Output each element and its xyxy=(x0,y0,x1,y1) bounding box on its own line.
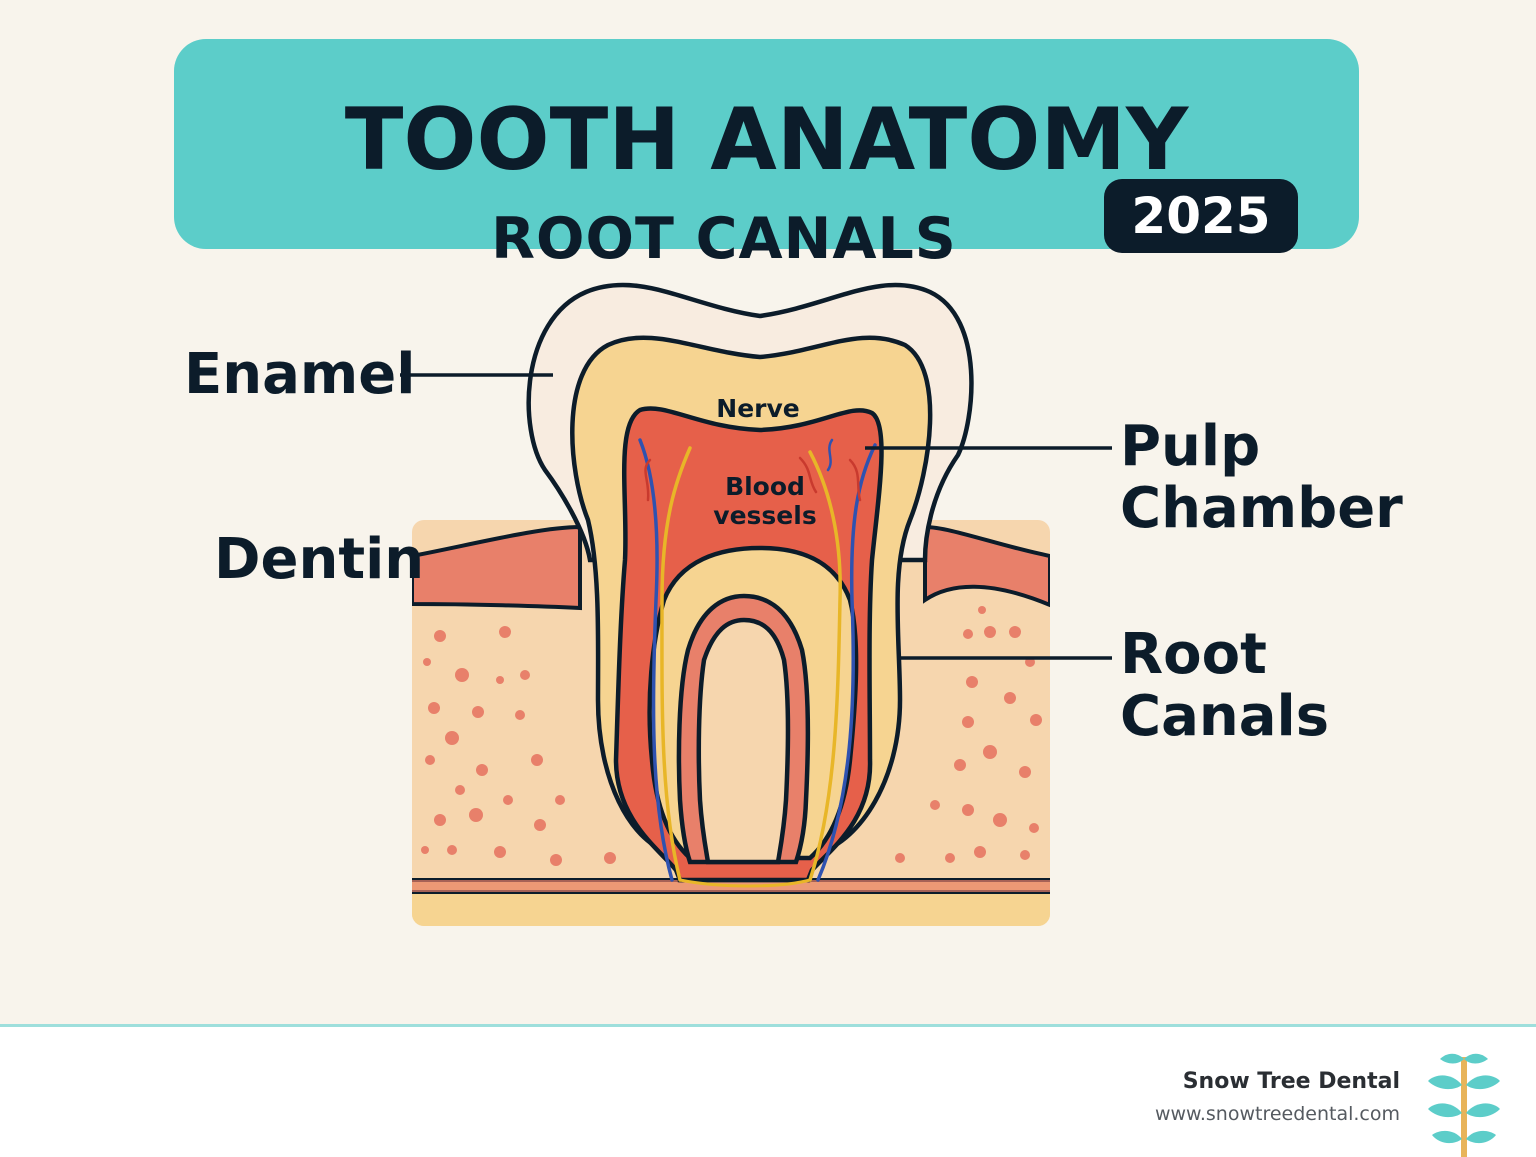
brand-url[interactable]: www.snowtreedental.com xyxy=(1154,1103,1400,1125)
label-root-line2: Canals xyxy=(1120,684,1330,749)
leader-lines xyxy=(400,373,1112,660)
gum-left xyxy=(412,524,582,611)
label-nerve: Nerve xyxy=(716,394,800,423)
tree-logo-icon xyxy=(1428,1053,1500,1157)
label-pulp-line2: Chamber xyxy=(1120,476,1403,541)
inner-bone xyxy=(696,617,791,865)
label-blood-vessels: Blood vessels xyxy=(700,472,830,530)
page-subtitle: ROOT CANALS xyxy=(491,206,957,272)
nerve-lines xyxy=(638,438,877,888)
footer: Snow Tree Dental www.snowtreedental.com xyxy=(0,1024,1536,1157)
brand-name: Snow Tree Dental xyxy=(1182,1069,1400,1094)
page-title: TOOTH ANATOMY xyxy=(344,90,1189,190)
label-root-line1: Root xyxy=(1120,622,1267,687)
year-badge: 2025 xyxy=(1104,179,1298,253)
label-enamel: Enamel xyxy=(184,342,416,407)
gum-right xyxy=(923,524,1050,608)
label-dentin: Dentin xyxy=(214,527,425,592)
label-blood-line2: vessels xyxy=(713,501,817,530)
title-banner: TOOTH ANATOMY ROOT CANALS xyxy=(174,39,1359,268)
label-pulp-line1: Pulp xyxy=(1120,414,1261,479)
tooth-diagram xyxy=(400,282,1112,926)
label-pulp-chamber: Pulp Chamber xyxy=(1120,416,1403,540)
label-root-canals: Root Canals xyxy=(1120,624,1329,748)
label-blood-line1: Blood xyxy=(725,472,805,501)
